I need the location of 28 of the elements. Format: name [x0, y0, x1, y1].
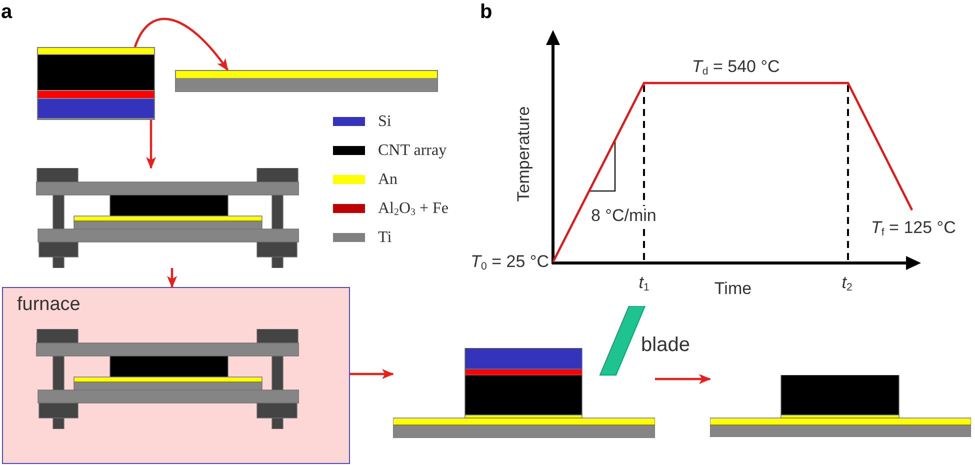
blade-label: blade	[641, 333, 690, 357]
furnace-box	[2, 287, 350, 464]
rate-annotation: 8 °C/min	[591, 206, 656, 226]
node-label: furnace	[17, 294, 80, 317]
legend-label: Al$_{2}$O$_{3}$ + Fe	[378, 198, 448, 218]
arrow	[167, 268, 177, 288]
cnt-array-on-silicon-wafer	[37, 47, 155, 120]
temperature-annotation: T$_{f}$ = 125 °C	[871, 218, 956, 238]
coated-foil-strip	[175, 70, 438, 92]
legend-label: CNT array	[378, 140, 447, 160]
legend-label: Ti	[378, 228, 392, 248]
arrow	[146, 120, 156, 169]
arrow	[134, 18, 228, 71]
legend-label: An	[378, 170, 398, 190]
tick-label: t$_{2}$	[842, 273, 852, 294]
panel-letter: b	[480, 1, 492, 23]
arrow	[350, 369, 394, 379]
arrow	[655, 374, 711, 384]
clamp-assembly-drawing	[36, 329, 299, 429]
legend-label: Si	[378, 112, 392, 132]
axis-title: Temperature	[514, 106, 534, 202]
tick-label: t$_{1}$	[638, 273, 650, 294]
panel-letter: a	[1, 1, 12, 23]
temperature-annotation: T$_{d}$ = 540 °C	[692, 57, 780, 78]
cnt-array-on-foil-drawing	[710, 375, 971, 437]
temperature-annotation: T$_{0}$ = 25 °C	[470, 252, 549, 272]
axis-title: Time	[714, 279, 752, 300]
clamp-assembly-drawing	[36, 168, 299, 268]
